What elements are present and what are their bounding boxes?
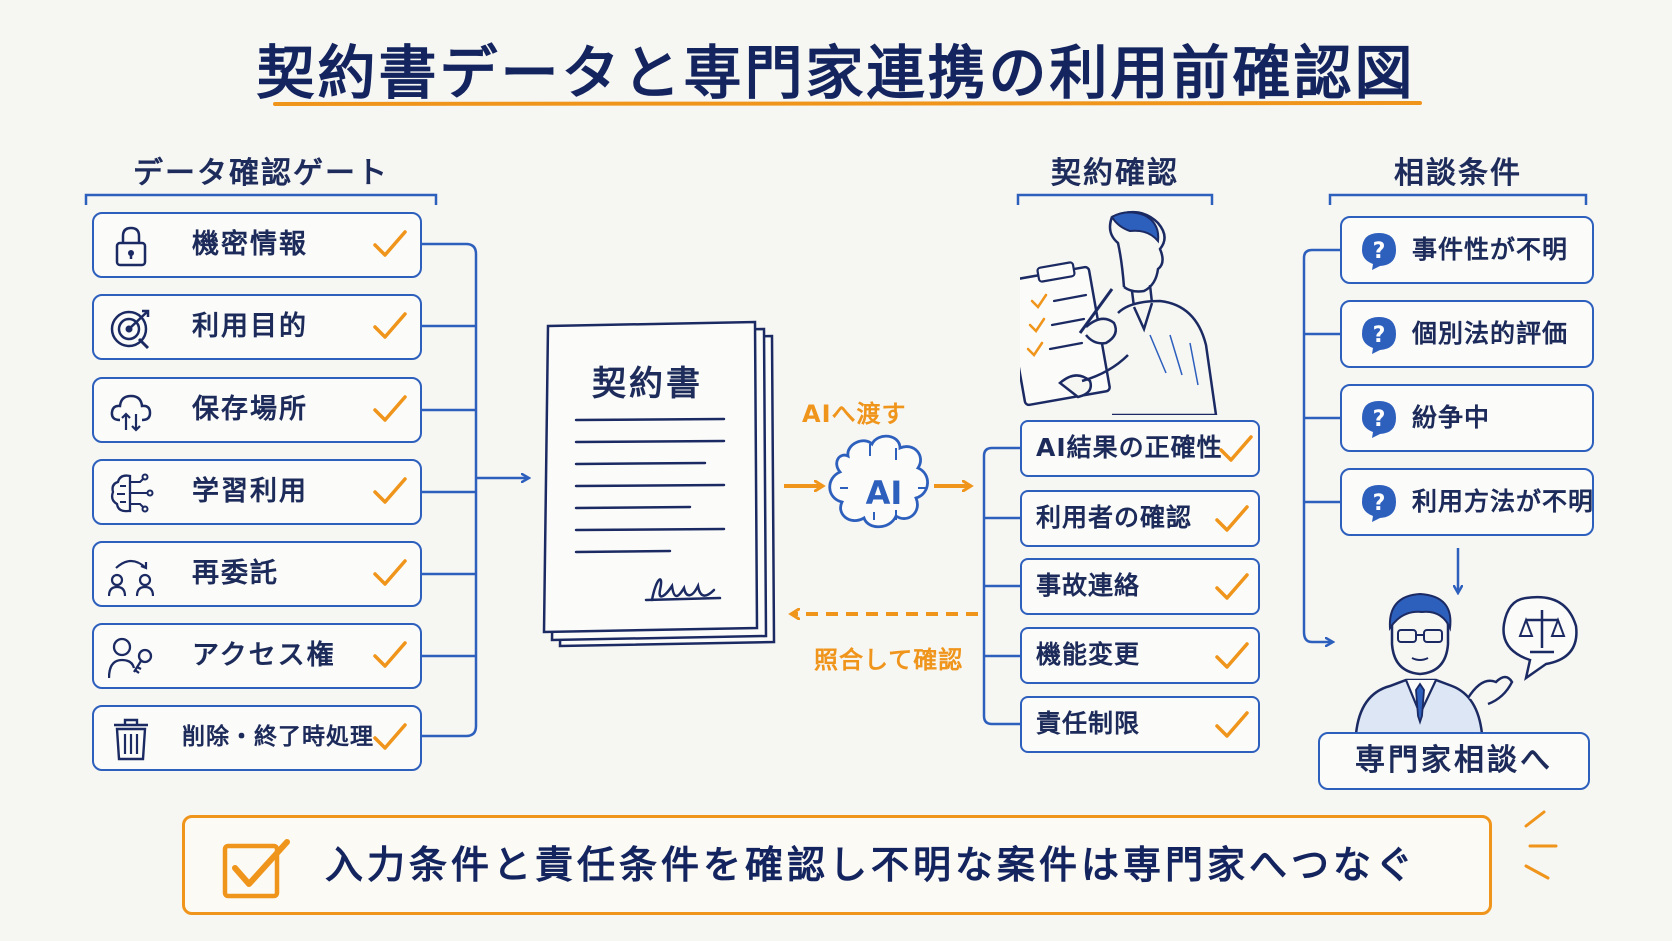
question-icon: ? [1362, 401, 1396, 438]
user-key-icon [108, 637, 153, 679]
cloud-icon [110, 394, 152, 432]
gate-item-confidential[interactable]: 機密情報 [92, 212, 422, 278]
gate-item-training[interactable]: 学習利用 [92, 459, 422, 525]
gate-item-label: 削除・終了時処理 [182, 724, 374, 750]
contract-item-incident-contact[interactable]: 事故連絡 [1020, 558, 1260, 615]
contract-item-liability-limit[interactable]: 責任制限 [1020, 696, 1260, 753]
check-icon [373, 559, 407, 586]
gate-item-storage[interactable]: 保存場所 [92, 377, 422, 443]
contract-heading: 契約確認 [1051, 156, 1179, 191]
brain-circuit-icon [110, 473, 154, 513]
svg-text:?: ? [1373, 407, 1386, 432]
question-icon: ? [1362, 485, 1396, 522]
consult-heading-bracket [1328, 193, 1588, 205]
svg-text:?: ? [1373, 491, 1386, 516]
expert-person-illustration [1354, 592, 1578, 734]
document-lines [574, 417, 726, 602]
consult-heading: 相談条件 [1394, 156, 1522, 191]
check-icon [1215, 711, 1249, 738]
verify-back-label: 照合して確認 [814, 646, 964, 674]
contract-item-feature-change[interactable]: 機能変更 [1020, 627, 1260, 684]
contract-item-label: 責任制限 [1036, 709, 1141, 738]
gate-item-purpose[interactable]: 利用目的 [92, 294, 422, 360]
gate-item-label: 保存場所 [192, 394, 308, 425]
contract-item-label: AI結果の正確性 [1036, 433, 1223, 462]
consult-item-label: 個別法的評価 [1412, 319, 1569, 348]
gate-item-label: 機密情報 [192, 229, 308, 260]
contract-item-label: 利用者の確認 [1036, 503, 1193, 532]
contract-brace [982, 446, 1020, 726]
target-icon [110, 309, 150, 350]
check-icon [1219, 435, 1253, 462]
lock-icon [115, 226, 147, 267]
contract-item-label: 事故連絡 [1036, 571, 1141, 600]
check-icon [373, 395, 407, 422]
contract-item-user-confirmation[interactable]: 利用者の確認 [1020, 490, 1260, 547]
contract-item-ai-accuracy[interactable]: AI結果の正確性 [1020, 420, 1260, 477]
check-icon [1215, 573, 1249, 600]
ai-label: AI [865, 474, 903, 512]
check-icon [1215, 505, 1249, 532]
page-title: 契約書データと専門家連携の利用前確認図 [256, 39, 1416, 107]
gate-heading: データ確認ゲート [133, 156, 389, 191]
check-icon [373, 723, 407, 750]
contract-item-label: 機能変更 [1036, 640, 1141, 669]
consult-item-label: 事件性が不明 [1412, 235, 1569, 264]
trash-icon [114, 718, 148, 761]
question-icon: ? [1362, 233, 1396, 270]
consult-item-in-dispute[interactable]: ? 紛争中 [1340, 384, 1594, 452]
checkbox-checked-icon [222, 839, 290, 899]
svg-text:?: ? [1373, 323, 1386, 348]
consult-item-label: 紛争中 [1412, 403, 1491, 432]
check-icon [373, 477, 407, 504]
gate-brace [422, 242, 528, 738]
gate-heading-bracket [84, 193, 438, 205]
contract-heading-bracket [1016, 193, 1214, 205]
gate-item-label: 利用目的 [192, 311, 308, 342]
gate-item-label: 学習利用 [192, 476, 308, 507]
footer-text: 入力条件と責任条件を確認し不明な案件は専門家へつなぐ [325, 843, 1418, 887]
signature-mark [650, 578, 716, 602]
consult-item-legal-evaluation[interactable]: ? 個別法的評価 [1340, 300, 1594, 368]
gate-item-deletion[interactable]: 削除・終了時処理 [92, 705, 422, 771]
gate-item-label: 再委託 [192, 558, 279, 589]
check-icon [1215, 642, 1249, 669]
expert-consult-button[interactable]: 専門家相談へ [1318, 732, 1590, 790]
footer-accent-marks [1524, 810, 1558, 880]
question-icon: ? [1362, 317, 1396, 354]
gate-item-label: アクセス権 [192, 640, 336, 671]
check-icon [373, 312, 407, 339]
to-ai-label: AIへ渡す [802, 400, 907, 428]
consult-item-unclear-usage[interactable]: ? 利用方法が不明 [1340, 468, 1594, 536]
footer-summary-box: 入力条件と責任条件を確認し不明な案件は専門家へつなぐ [182, 815, 1492, 915]
check-icon [373, 641, 407, 668]
consult-item-unclear-case[interactable]: ? 事件性が不明 [1340, 216, 1594, 284]
svg-text:?: ? [1373, 239, 1386, 264]
consult-item-label: 利用方法が不明 [1412, 487, 1595, 516]
gate-item-access[interactable]: アクセス権 [92, 623, 422, 689]
check-icon [373, 230, 407, 257]
people-transfer-icon [108, 559, 154, 597]
reviewer-person-illustration [1020, 210, 1218, 415]
gate-item-subcontract[interactable]: 再委託 [92, 541, 422, 607]
document-title: 契約書 [592, 364, 703, 404]
